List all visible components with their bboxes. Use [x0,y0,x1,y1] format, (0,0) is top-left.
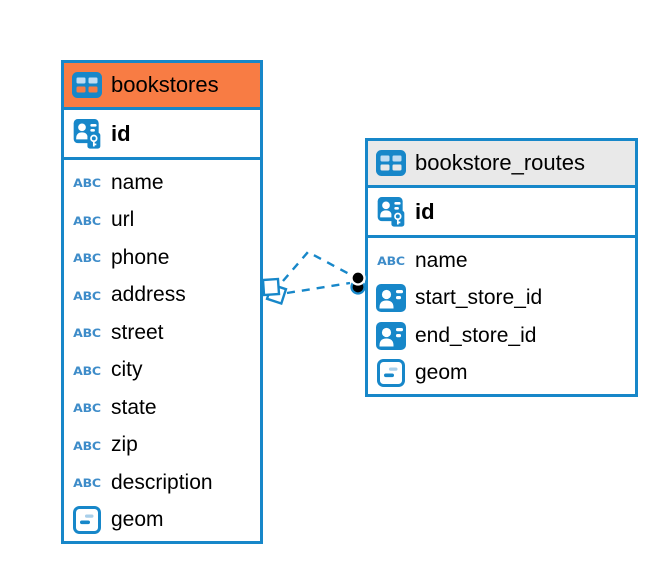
column-label: street [111,320,164,344]
column-row[interactable]: ABC description [64,464,260,502]
table-grid-icon [376,150,406,176]
column-row[interactable]: ABC address [64,277,260,315]
primary-key-row[interactable]: id [368,185,635,238]
text-icon: ABC [73,438,101,453]
text-icon: ABC [73,363,101,378]
column-row[interactable]: geom [368,355,635,393]
relationship-line[interactable] [286,281,351,295]
table-title: bookstores [111,72,219,97]
text-icon: ABC [73,325,101,340]
column-row[interactable]: ABC state [64,389,260,427]
column-row[interactable]: ABC zip [64,427,260,465]
table-grid-icon [72,72,102,98]
relationship-target-marker[interactable] [350,270,366,295]
column-label: start_store_id [415,286,543,310]
column-label: name [111,170,164,194]
column-label: geom [111,508,164,532]
column-label: geom [415,361,468,385]
column-row[interactable]: ABC name [64,164,260,202]
person-icon [376,284,406,313]
table-header[interactable]: bookstore_routes [368,141,635,185]
table-title: bookstore_routes [415,150,585,175]
person-key-icon [376,196,406,227]
column-row[interactable]: geom [64,502,260,540]
geometry-icon [376,359,406,388]
text-icon: ABC [73,213,101,228]
text-icon: ABC [73,175,101,190]
column-label: address [111,283,186,307]
column-label: name [415,248,468,272]
relationship-line[interactable] [282,250,352,282]
table-header[interactable]: bookstores [64,63,260,107]
text-icon: ABC [73,250,101,265]
primary-key-label: id [415,198,435,224]
person-icon [376,321,406,350]
column-row[interactable]: start_store_id [368,280,635,318]
columns-section: ABC name start_store_id end_store_id geom [368,238,635,394]
primary-key-row[interactable]: id [64,107,260,160]
column-label: city [111,358,143,382]
text-icon: ABC [73,400,101,415]
primary-key-label: id [111,120,131,146]
relationship-source-marker[interactable] [261,277,288,305]
text-icon: ABC [73,288,101,303]
column-row[interactable]: ABC url [64,202,260,240]
person-key-icon [72,118,102,149]
column-label: description [111,470,213,494]
geometry-icon [72,506,102,535]
text-icon: ABC [377,253,405,268]
column-label: state [111,395,157,419]
column-row[interactable]: ABC name [368,242,635,280]
column-row[interactable]: ABC street [64,314,260,352]
column-label: end_store_id [415,323,537,347]
column-label: zip [111,433,138,457]
column-row[interactable]: ABC phone [64,239,260,277]
column-row[interactable]: ABC city [64,352,260,390]
column-label: phone [111,245,170,269]
text-icon: ABC [73,475,101,490]
column-row[interactable]: end_store_id [368,317,635,355]
column-label: url [111,208,135,232]
